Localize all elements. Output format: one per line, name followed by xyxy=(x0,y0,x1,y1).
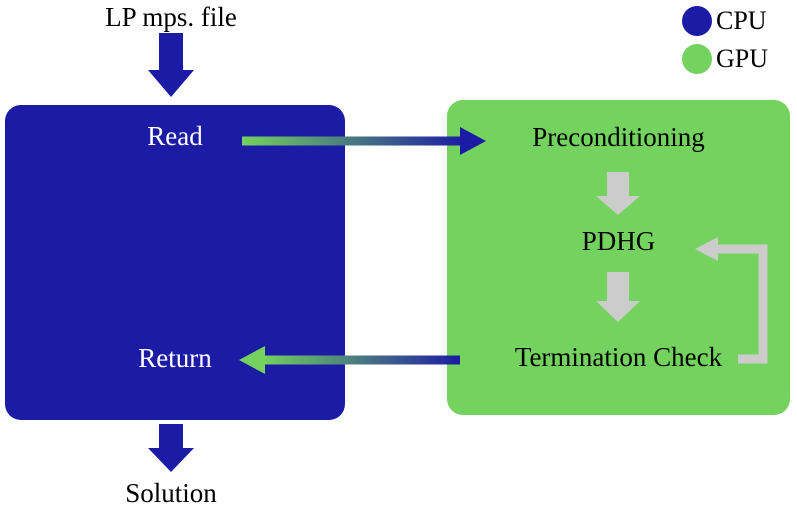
legend-label-gpu: GPU xyxy=(716,44,769,73)
pdhg-label: PDHG xyxy=(581,226,656,256)
preconditioning-to-pdhg-arrow-icon xyxy=(596,172,640,215)
legend-item-cpu: CPU xyxy=(681,5,768,37)
gpu-swatch-icon xyxy=(682,44,712,74)
termination-loop-arrowhead-icon xyxy=(695,237,718,261)
input-file-label: LP mps. file xyxy=(105,2,237,32)
return-label: Return xyxy=(138,343,212,373)
pdhg-to-termination-arrow-icon xyxy=(596,272,640,322)
legend-label-cpu: CPU xyxy=(716,6,767,35)
gpu-box xyxy=(447,100,790,415)
legend-item-gpu: GPU xyxy=(681,43,768,75)
output-down-arrow-icon xyxy=(148,424,194,472)
termination-to-return-arrowhead-icon xyxy=(239,346,265,374)
preconditioning-label: Preconditioning xyxy=(532,122,705,152)
termination-check-label: Termination Check xyxy=(514,342,723,372)
cpu-swatch-icon xyxy=(682,6,712,36)
legend: CPU GPU xyxy=(681,5,768,75)
solution-label: Solution xyxy=(125,478,217,508)
termination-loop-line xyxy=(716,244,768,364)
read-to-preconditioning-arrowhead-icon xyxy=(460,127,486,155)
cpu-box xyxy=(5,105,345,420)
input-down-arrow-icon xyxy=(148,33,194,97)
read-label: Read xyxy=(147,121,203,151)
